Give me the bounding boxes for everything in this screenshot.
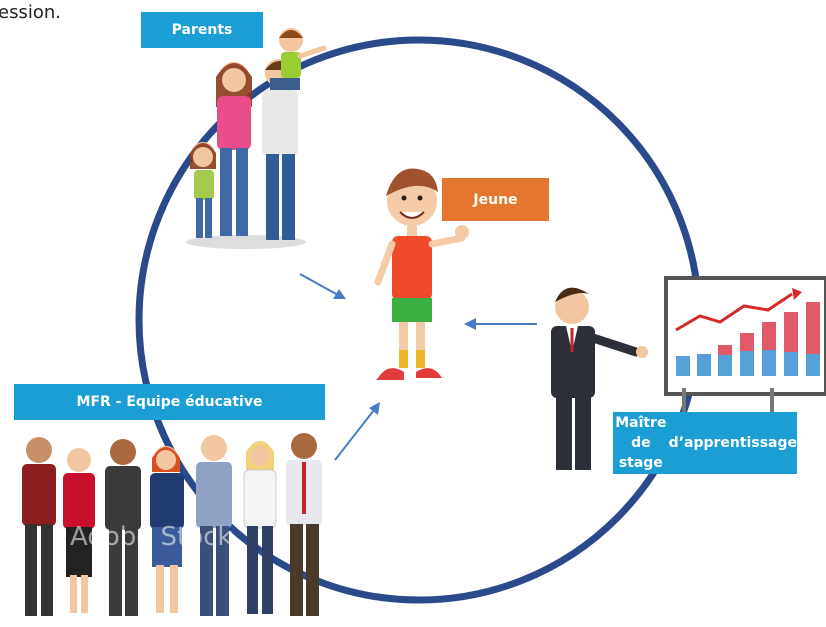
label-maitre-de-stage: Maître de stage d’apprentissage — [613, 412, 797, 474]
jeune-illustration — [374, 168, 469, 380]
label-maitre-line1: Maître de stage — [615, 415, 667, 471]
arrow-parents-to-jeune — [299, 273, 339, 296]
parents-illustration — [186, 28, 327, 249]
watermark-text: Adobe Stock — [70, 522, 232, 552]
mfr-team-illustration: Adobe Stock — [22, 433, 322, 616]
maitre-illustration — [551, 276, 826, 470]
arrow-mfr-to-jeune — [334, 409, 375, 461]
label-parents: Parents — [141, 12, 263, 48]
label-jeune: Jeune — [442, 178, 549, 221]
label-mfr-equipe: MFR - Equipe éducative — [14, 384, 325, 420]
cut-off-caption: ession. — [0, 2, 61, 23]
arrows — [299, 273, 537, 461]
label-maitre-line2: d’apprentissage — [668, 435, 797, 451]
